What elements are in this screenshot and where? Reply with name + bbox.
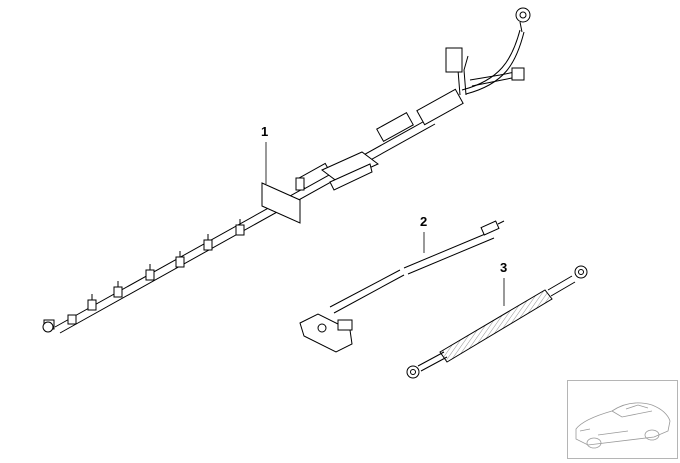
battery-terminal-cable[interactable]: [299, 220, 505, 353]
callout-1-label: 1: [261, 124, 268, 139]
callout-3-label: 3: [500, 260, 507, 275]
vehicle-sedan-outline-icon: [575, 402, 671, 449]
ground-strap-cable[interactable]: [406, 265, 588, 379]
callout-2-label: 2: [420, 214, 427, 229]
callout-3: 3: [500, 260, 507, 306]
callout-1: 1: [261, 124, 268, 184]
callout-2: 2: [420, 214, 427, 253]
vehicle-thumbnail: [567, 380, 678, 459]
main-battery-cable-harness[interactable]: [42, 7, 531, 334]
